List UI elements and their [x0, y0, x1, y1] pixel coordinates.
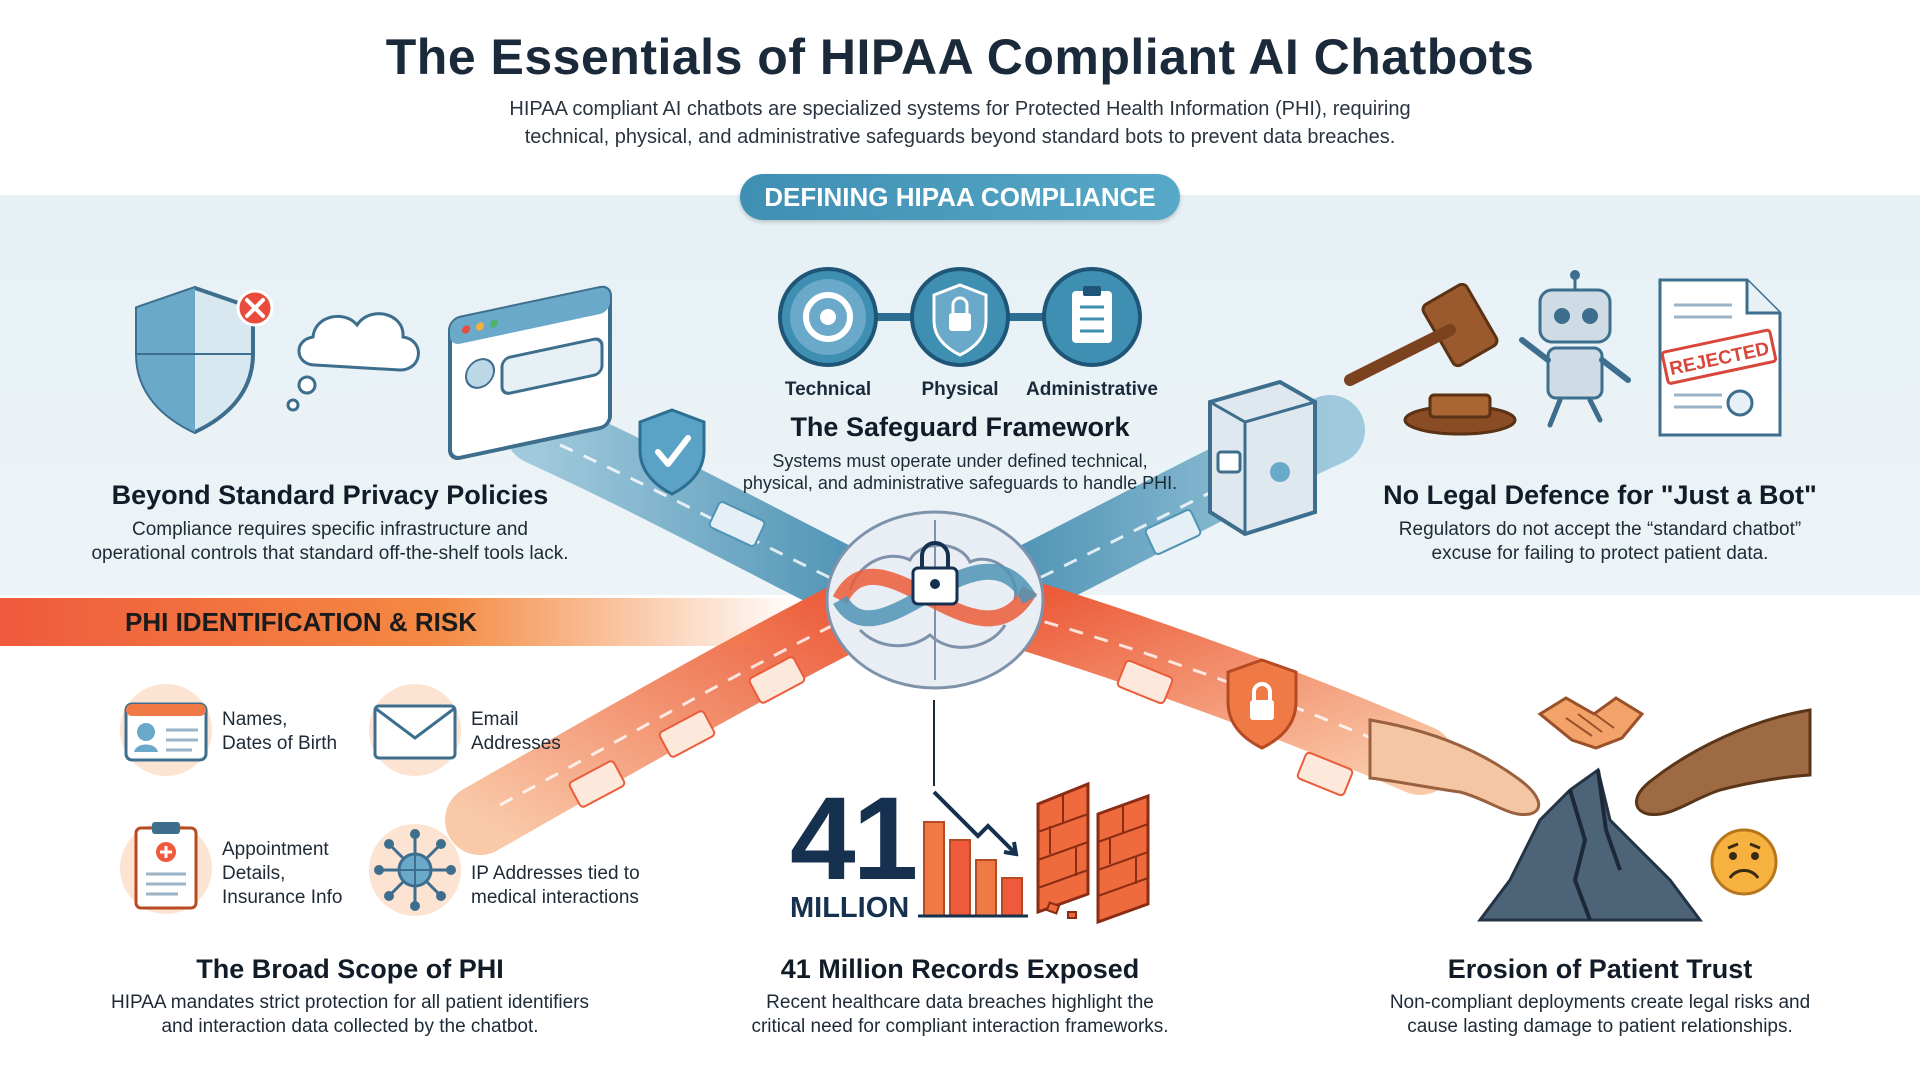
phi-label-line: Details, — [222, 863, 286, 884]
breach-big-number: 41 — [790, 773, 918, 905]
data-packet-icon — [658, 710, 716, 758]
phi-label-line: Dates of Birth — [222, 733, 338, 754]
safeguard-label-administrative: Administrative — [1026, 379, 1158, 400]
legal-description: Regulators do not accept the “standard c… — [1340, 518, 1860, 566]
beyond-desc-line-1: Compliance requires specific infrastruct… — [131, 519, 528, 540]
page-subtitle: HIPAA compliant AI chatbots are speciali… — [360, 95, 1560, 151]
reaching-hands-icon — [1368, 708, 1812, 922]
breach-desc-line-1: Recent healthcare data breaches highligh… — [766, 992, 1154, 1013]
clipboard-icon — [1042, 267, 1142, 367]
data-packet-icon — [568, 760, 626, 808]
legal-title: No Legal Defence for "Just a Bot" — [1383, 480, 1817, 510]
medical-clipboard-icon — [120, 822, 212, 914]
server-safe-icon — [1208, 379, 1317, 537]
scope-desc-line-2: and interaction data collected by the ch… — [161, 1016, 539, 1037]
trust-desc-line-1: Non-compliant deployments create legal r… — [1389, 992, 1811, 1013]
framework-desc-line-1: Systems must operate under defined techn… — [772, 451, 1148, 471]
legal-desc-line-2: excuse for failing to protect patient da… — [1431, 543, 1769, 564]
id-card-icon — [120, 684, 212, 776]
gavel-icon — [1344, 282, 1517, 436]
breach-title: 41 Million Records Exposed — [780, 954, 1140, 984]
beyond-description: Compliance requires specific infrastruct… — [60, 518, 600, 566]
subtitle-line-2: technical, physical, and administrative … — [524, 126, 1396, 148]
scope-description: HIPAA mandates strict protection for all… — [70, 991, 630, 1039]
road-bottom-right — [975, 575, 1455, 795]
beyond-desc-line-2: operational controls that standard off-t… — [91, 543, 569, 564]
phi-item-appointment: Appointment Details, Insurance Info — [222, 838, 372, 910]
road-top-left — [505, 395, 895, 625]
phi-label-line: Appointment — [222, 839, 329, 860]
brain-connector-line — [933, 700, 935, 786]
trust-title: Erosion of Patient Trust — [1447, 954, 1753, 984]
phi-label-line: medical interactions — [471, 887, 639, 908]
gear-icon — [778, 267, 878, 367]
robot-icon — [1519, 270, 1631, 428]
shield-check-icon — [638, 408, 706, 496]
phi-label-line: Insurance Info — [222, 887, 343, 908]
phi-label-line: Email — [471, 709, 519, 730]
framework-description: Systems must operate under defined techn… — [700, 450, 1220, 494]
framework-title: The Safeguard Framework — [790, 412, 1130, 442]
sad-face-icon — [1710, 828, 1778, 896]
page-title: The Essentials of HIPAA Compliant AI Cha… — [385, 29, 1535, 85]
phi-label-line: Names, — [222, 709, 288, 730]
breach-unit: MILLION — [790, 892, 910, 924]
rejected-document-icon: REJECTED — [1658, 278, 1782, 437]
data-packet-icon — [1116, 659, 1174, 705]
safeguard-gears — [778, 267, 1142, 367]
phi-label-line: Addresses — [471, 733, 561, 754]
trust-desc-line-2: cause lasting damage to patient relation… — [1407, 1016, 1793, 1037]
brain-lock-icon — [825, 510, 1045, 690]
defining-compliance-pill: DEFINING HIPAA COMPLIANCE — [740, 174, 1180, 220]
scope-title: The Broad Scope of PHI — [196, 954, 504, 984]
beyond-title: Beyond Standard Privacy Policies — [111, 480, 549, 510]
shield-x-icon — [135, 285, 274, 435]
data-packet-icon — [1144, 509, 1202, 555]
bar-chart-down-icon — [918, 790, 1028, 918]
phi-item-names: Names, Dates of Birth — [222, 708, 372, 756]
chat-window-icon — [448, 285, 612, 461]
scope-desc-line-1: HIPAA mandates strict protection for all… — [110, 992, 590, 1013]
handshake-icon — [1537, 696, 1645, 750]
data-packet-icon — [748, 656, 806, 704]
legal-desc-line-1: Regulators do not accept the “standard c… — [1398, 519, 1802, 540]
broken-wall-icon — [1036, 781, 1150, 925]
data-packet-icon — [708, 501, 766, 547]
trust-description: Non-compliant deployments create legal r… — [1330, 991, 1870, 1039]
lock-icon — [910, 267, 1010, 367]
phi-item-email: Email Addresses — [471, 708, 621, 756]
breach-desc-line-2: critical need for compliant interaction … — [751, 1016, 1169, 1037]
safeguard-label-physical: Physical — [921, 379, 999, 400]
breach-description: Recent healthcare data breaches highligh… — [700, 991, 1220, 1039]
framework-desc-line-2: physical, and administrative safeguards … — [742, 473, 1178, 493]
safeguard-label-technical: Technical — [784, 379, 872, 400]
network-globe-icon — [369, 824, 461, 916]
shield-lock-icon — [1226, 658, 1298, 750]
phi-risk-banner: PHI IDENTIFICATION & RISK — [0, 598, 800, 646]
thought-cloud-icon — [286, 312, 420, 412]
envelope-icon — [369, 684, 461, 776]
phi-label-line: IP Addresses tied to — [471, 863, 640, 884]
phi-item-ip: IP Addresses tied to medical interaction… — [471, 862, 671, 910]
data-packet-icon — [1296, 751, 1354, 797]
subtitle-line-1: HIPAA compliant AI chatbots are speciali… — [509, 98, 1411, 120]
